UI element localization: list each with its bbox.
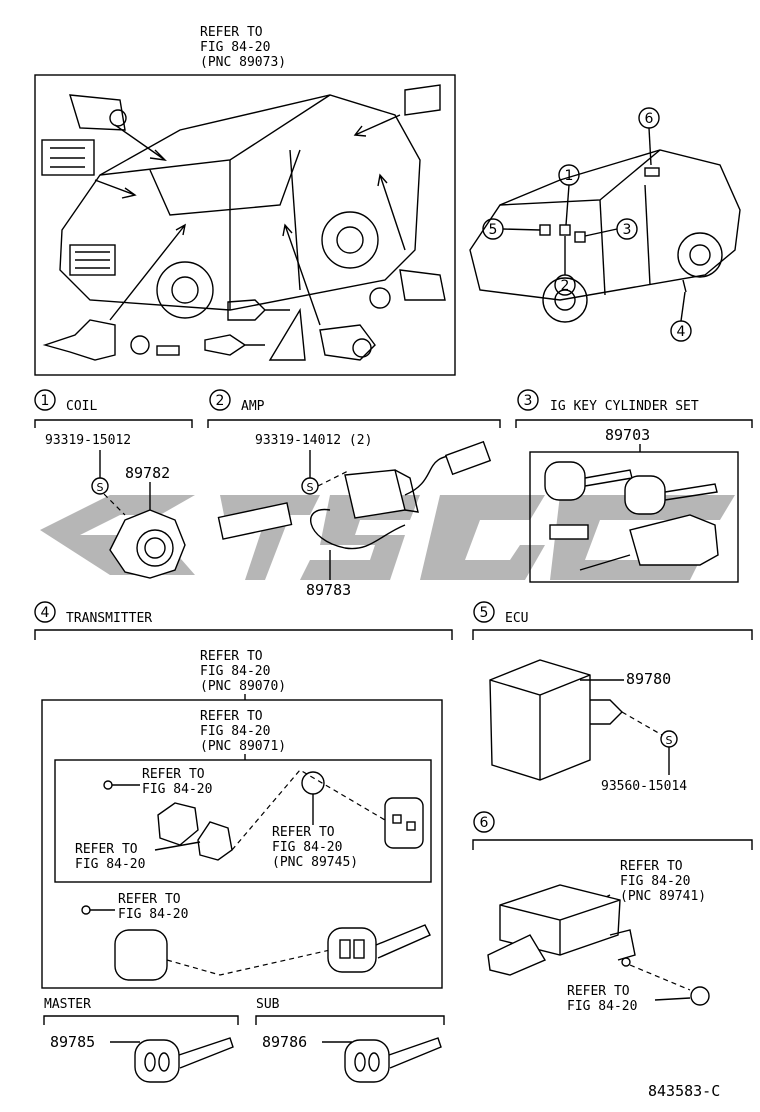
callout-4: 4 [677,324,686,340]
transmitter-inner-frame [54,759,432,883]
section-transmitter-bracket [34,629,453,640]
master-part-number: 89785 [50,1033,95,1051]
sub-part-number: 89786 [262,1033,307,1051]
coil-bolt-symbol-circle [91,477,109,495]
section-amp: 2 AMP 93319-14012 (2) S 89783 [207,389,501,599]
section-ig-number: 3 [524,393,533,409]
refer-key-screw-1: REFER TO [118,892,181,907]
section-ecu: 5 ECU 89780 S 93560-15014 [472,601,753,794]
transmitter-refer-outer-1: REFER TO [200,649,263,664]
ig-cylinder [629,514,719,566]
refer-unit-2: FIG 84-20 [620,874,690,889]
section-sub-bracket [255,1015,445,1025]
transmitter-board [157,802,199,846]
refer-line-1: REFER TO [200,25,263,40]
callout-2: 2 [561,278,570,294]
callout-1: 1 [565,168,574,184]
transmitter-outer-frame [41,699,443,989]
refer-unit-1: REFER TO [620,859,683,874]
transmitter-key-case [114,929,168,981]
section-transmitter-title: TRANSMITTER [66,611,152,626]
section-master: MASTER 89785 [43,997,239,1083]
unit-6-bolt [690,986,710,1006]
amp-part-number: 89783 [306,581,351,599]
section-sub-title: SUB [256,997,280,1012]
section-coil-bracket [34,419,193,428]
transmitter-key [327,927,377,973]
transmitter-refer-inner-1: REFER TO [200,709,263,724]
transmitter-battery [301,771,325,795]
section-transmitter-number: 4 [41,605,50,621]
refer-bolt-2: FIG 84-20 [567,999,637,1014]
refer-line-3: (PNC 89073) [200,55,286,70]
section-6-number: 6 [480,815,489,831]
ig-part-number: 89703 [605,426,650,444]
callout-5: 5 [489,222,498,238]
transmitter-refer-outer-2: FIG 84-20 [200,664,270,679]
refer-battery-2: FIG 84-20 [272,840,342,855]
section-coil-number: 1 [41,393,50,409]
transmitter-refer-outer-3: (PNC 89070) [200,679,286,694]
refer-line-2: FIG 84-20 [200,40,270,55]
section-sub: SUB 89786 [255,997,445,1083]
refer-screw-2: FIG 84-20 [142,782,212,797]
refer-battery-3: (PNC 89745) [272,855,358,870]
section-6-bracket [472,839,753,850]
vehicle-drawing-left [41,84,446,361]
ecu-part-number: 89780 [626,670,671,688]
refer-bolt-1: REFER TO [567,984,630,999]
refer-unit-3: (PNC 89741) [620,889,706,904]
transmitter-screw [103,780,113,790]
refer-case-1: REFER TO [75,842,138,857]
vehicle-drawing-right: 6 1 5 3 2 4 [469,107,741,342]
amp-bolt-part-number: 93319-14012 (2) [255,433,372,448]
callout-3: 3 [623,222,632,238]
transmitter-refer-inner-3: (PNC 89071) [200,739,286,754]
section-amp-bracket [207,419,501,428]
coil-drawing [109,509,186,579]
coil-part-number: 89782 [125,464,170,482]
refer-key-screw-2: FIG 84-20 [118,907,188,922]
coil-bolt-symbol: S [97,481,104,494]
section-coil-title: COIL [66,399,97,414]
sub-key [344,1039,390,1083]
transmitter-case [197,821,233,861]
section-ig-key-cylinder: 3 IG KEY CYLINDER SET 89703 [515,389,753,583]
section-amp-title: AMP [241,399,265,414]
diagram-code: 843583-C [648,1082,720,1100]
amp-bolt-symbol: S [307,481,314,494]
refer-screw-1: REFER TO [142,767,205,782]
refer-case-2: FIG 84-20 [75,857,145,872]
transmitter-cover [384,797,424,849]
callout-6: 6 [645,111,654,127]
section-6: 6 REFER TO FIG 84-20 (PNC 89741) REFER T… [472,811,753,1014]
section-ecu-number: 5 [480,605,489,621]
refer-battery-1: REFER TO [272,825,335,840]
coil-bolt-part-number: 93319-15012 [45,433,131,448]
section-ecu-title: ECU [505,611,528,626]
top-left-refer-label: REFER TO FIG 84-20 (PNC 89073) [200,25,286,70]
ig-key-1 [544,461,586,501]
amp-drawing [344,469,406,519]
vehicle-overview-frame [34,74,456,376]
ig-key-2 [624,475,666,515]
ig-frame [529,451,739,583]
section-transmitter: 4 TRANSMITTER REFER TO FIG 84-20 (PNC 89… [34,601,453,989]
ecu-bolt-symbol: S [666,734,673,747]
section-ecu-bracket [472,629,753,640]
section-amp-number: 2 [216,393,225,409]
master-key [134,1039,180,1083]
ig-key-blank [549,524,589,540]
ecu-bolt-part-number: 93560-15014 [601,779,687,794]
transmitter-refer-inner-2: FIG 84-20 [200,724,270,739]
section-master-title: MASTER [44,997,91,1012]
section-ig-bracket [515,419,753,428]
section-ig-title: IG KEY CYLINDER SET [550,399,699,414]
section-master-bracket [43,1015,239,1025]
section-coil: 1 COIL 93319-15012 S 89782 [34,389,193,579]
